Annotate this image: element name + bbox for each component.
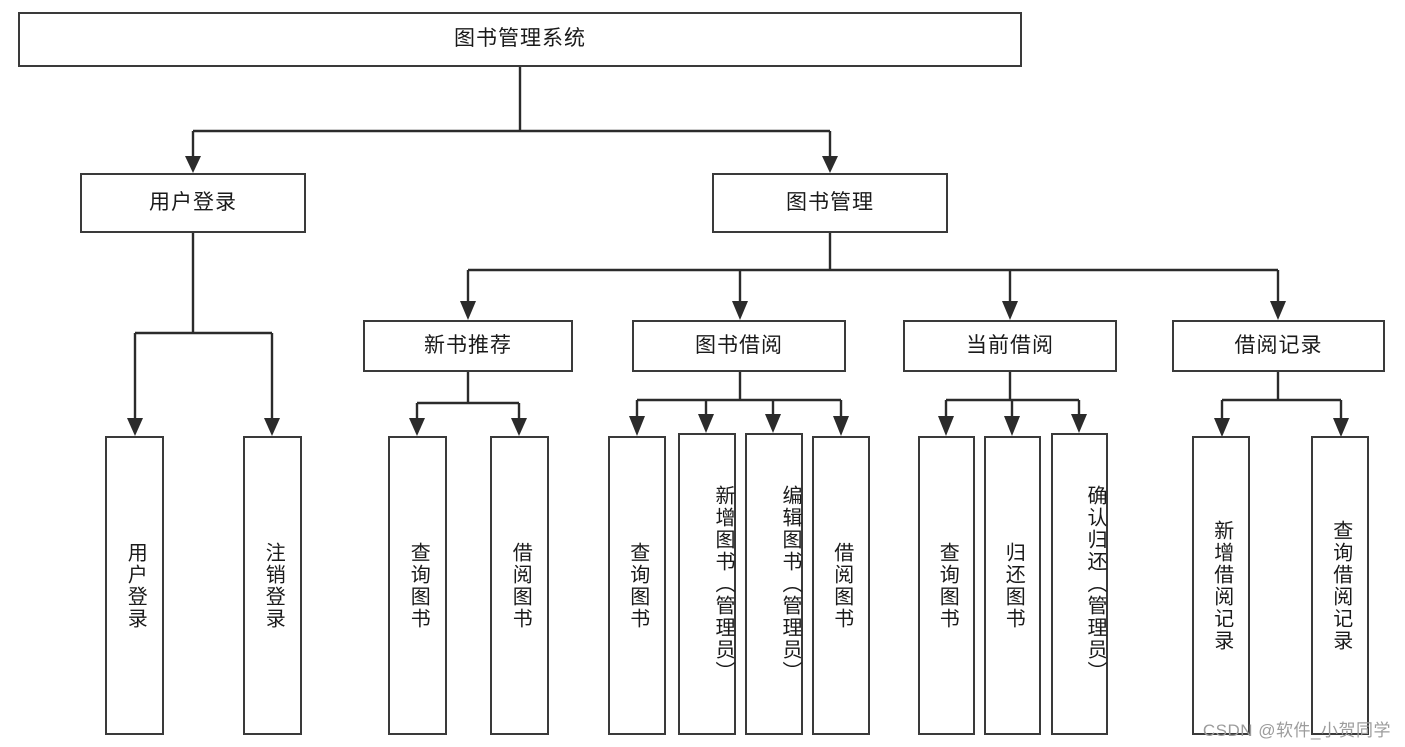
arrow-book-manage xyxy=(822,156,838,173)
arrow-u2 xyxy=(264,418,280,436)
leaf-user-login-login-label: 用户登录 xyxy=(124,541,147,630)
leaf-borrow-record-query[interactable]: 查询借阅记录 xyxy=(1311,436,1369,735)
leaf-book-borrow-add[interactable]: 新增图书（管理员） xyxy=(678,433,736,735)
node-root-system-label: 图书管理系统 xyxy=(454,27,586,51)
node-book-borrow[interactable]: 图书借阅 xyxy=(632,320,846,372)
node-book-management[interactable]: 图书管理 xyxy=(712,173,948,233)
node-current-borrow[interactable]: 当前借阅 xyxy=(903,320,1117,372)
arrow-l2-3 xyxy=(1002,301,1018,320)
leaf-current-borrow-query[interactable]: 查询图书 xyxy=(918,436,975,735)
leaf-book-borrow-edit[interactable]: 编辑图书（管理员） xyxy=(745,433,803,735)
node-borrow-record-label: 借阅记录 xyxy=(1234,333,1323,357)
arrow-nb1 xyxy=(409,418,425,436)
arrow-cb1 xyxy=(938,416,954,436)
leaf-new-book-borrow-label: 借阅图书 xyxy=(509,541,532,630)
leaf-book-borrow-edit-label: 编辑图书（管理员） xyxy=(779,485,801,683)
leaf-book-borrow-query-label: 查询图书 xyxy=(626,541,649,630)
node-book-management-label: 图书管理 xyxy=(786,190,874,214)
arrow-bb2 xyxy=(698,414,714,433)
leaf-current-borrow-return-label: 归还图书 xyxy=(1002,541,1025,630)
leaf-user-login-logout[interactable]: 注销登录 xyxy=(243,436,302,735)
arrow-br1 xyxy=(1214,418,1230,437)
leaf-user-login-logout-label: 注销登录 xyxy=(262,541,285,630)
arrow-bb1 xyxy=(629,416,645,436)
node-borrow-record[interactable]: 借阅记录 xyxy=(1172,320,1385,372)
leaf-book-borrow-add-label: 新增图书（管理员） xyxy=(712,485,734,683)
leaf-current-borrow-confirm-label: 确认归还（管理员） xyxy=(1084,485,1106,683)
arrow-cb3 xyxy=(1071,414,1087,433)
node-user-login-label: 用户登录 xyxy=(149,190,237,214)
node-root-system[interactable]: 图书管理系统 xyxy=(18,12,1022,67)
leaf-borrow-record-query-label: 查询借阅记录 xyxy=(1329,519,1352,652)
arrow-br2 xyxy=(1333,418,1349,437)
arrow-user-login xyxy=(185,156,201,173)
leaf-book-borrow-borrow[interactable]: 借阅图书 xyxy=(812,436,870,735)
leaf-book-borrow-query[interactable]: 查询图书 xyxy=(608,436,666,735)
leaf-current-borrow-return[interactable]: 归还图书 xyxy=(984,436,1041,735)
arrow-l2-1 xyxy=(460,301,476,320)
node-new-book-recommend-label: 新书推荐 xyxy=(424,333,512,357)
arrow-u1 xyxy=(127,418,143,436)
leaf-borrow-record-add-label: 新增借阅记录 xyxy=(1210,519,1233,652)
leaf-book-borrow-borrow-label: 借阅图书 xyxy=(830,541,853,630)
leaf-current-borrow-confirm[interactable]: 确认归还（管理员） xyxy=(1051,433,1108,735)
leaf-new-book-query[interactable]: 查询图书 xyxy=(388,436,447,735)
arrow-l2-4 xyxy=(1270,301,1286,320)
arrow-nb2 xyxy=(511,418,527,436)
node-current-borrow-label: 当前借阅 xyxy=(966,333,1054,357)
leaf-new-book-query-label: 查询图书 xyxy=(407,541,430,630)
arrow-bb4 xyxy=(833,416,849,436)
leaf-user-login-login[interactable]: 用户登录 xyxy=(105,436,164,735)
node-user-login[interactable]: 用户登录 xyxy=(80,173,306,233)
arrow-l2-2 xyxy=(732,301,748,320)
node-new-book-recommend[interactable]: 新书推荐 xyxy=(363,320,573,372)
leaf-borrow-record-add[interactable]: 新增借阅记录 xyxy=(1192,436,1250,735)
leaf-current-borrow-query-label: 查询图书 xyxy=(936,541,959,630)
arrow-bb3 xyxy=(765,414,781,433)
watermark: CSDN @软件_小贺同学 xyxy=(1202,721,1391,740)
node-book-borrow-label: 图书借阅 xyxy=(695,333,783,357)
leaf-new-book-borrow[interactable]: 借阅图书 xyxy=(490,436,549,735)
arrow-cb2 xyxy=(1004,416,1020,436)
